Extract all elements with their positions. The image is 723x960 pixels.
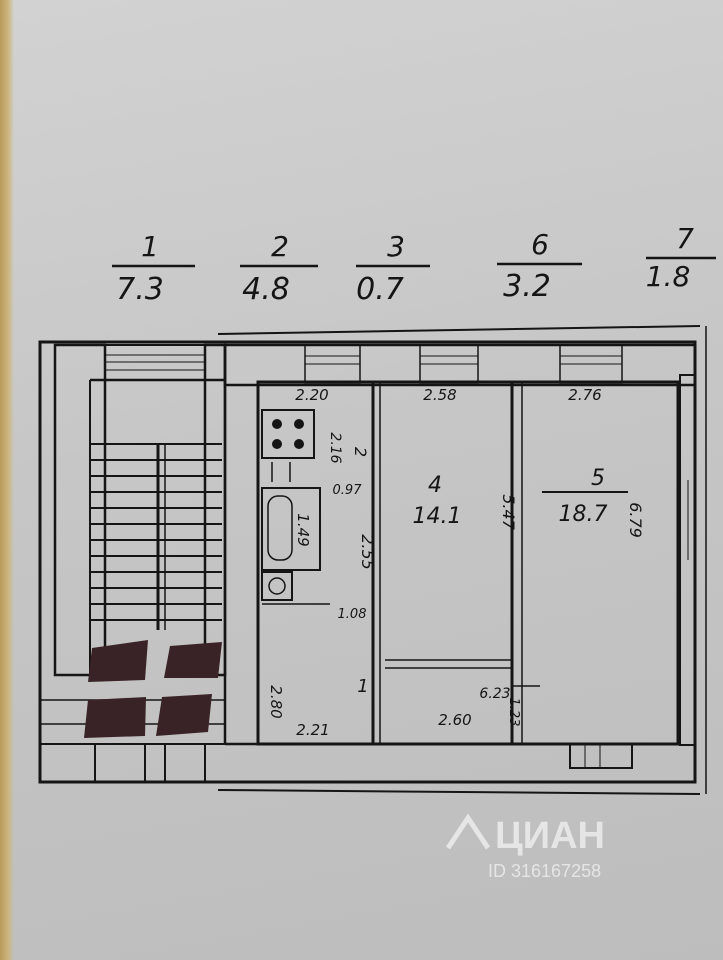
legend-num-2: 2: [271, 230, 289, 263]
closet-label: 6.23: [479, 686, 510, 702]
dim-top-right: 2.76: [568, 386, 601, 404]
legend-num-7: 7: [676, 222, 694, 255]
dim-corridor: 1.08: [338, 607, 367, 622]
watermark-brand: ЦИАН: [495, 815, 605, 857]
legend-num-6: 6: [531, 228, 549, 261]
legend-area-3: 0.7: [356, 272, 404, 307]
watermark: ЦИАН ID 316167258: [445, 813, 605, 881]
stove-icon: [272, 419, 304, 449]
legend-num-1: 1: [141, 230, 159, 263]
shaded-blocks: [84, 640, 222, 738]
room-4-num: 4: [428, 473, 442, 498]
legend-area-1: 7.3: [116, 272, 164, 307]
paper-edge: [0, 0, 14, 960]
entry-label: 1: [357, 676, 368, 697]
legend-num-3: 3: [387, 230, 405, 263]
room-5-area: 18.7: [559, 502, 608, 527]
staircase: [90, 443, 222, 630]
dim-kitchen-side: 2.16: [327, 432, 343, 463]
dim-top-mid: 2.58: [423, 386, 456, 404]
room-5-num: 5: [591, 466, 605, 491]
kitchen-label: 2: [351, 447, 370, 457]
dim-room4-side: 5.47: [499, 494, 518, 530]
dim-room5-side: 6.79: [626, 502, 645, 538]
dim-hall-side: 2.55: [358, 534, 377, 570]
sink-icon: [268, 462, 291, 595]
room-4-area: 14.1: [413, 504, 462, 529]
dim-entry-side: 2.80: [267, 685, 285, 718]
dim-bottom-left: 2.21: [296, 721, 329, 739]
dim-bath-width: 0.97: [333, 483, 363, 498]
legend-area-2: 4.8: [242, 272, 290, 307]
legend-area-6: 3.2: [503, 269, 551, 304]
dimension-labels: 2.20 2.58 2.76 2.16 2 0.97 1.49 2.55 4 1…: [267, 386, 645, 739]
dim-bottom-mid: 2.60: [438, 711, 471, 729]
dim-top-left: 2.20: [295, 386, 328, 404]
dim-closet-side: 1.23: [506, 698, 521, 727]
bath-area: 1.49: [294, 513, 312, 546]
cian-logo-icon: [445, 813, 491, 850]
legend-area-7: 1.8: [646, 260, 691, 293]
area-legend: 1 7.3 2 4.8 3 0.7 6 3.2 7 1.8: [112, 222, 716, 307]
watermark-id: ID 316167258: [488, 861, 601, 881]
